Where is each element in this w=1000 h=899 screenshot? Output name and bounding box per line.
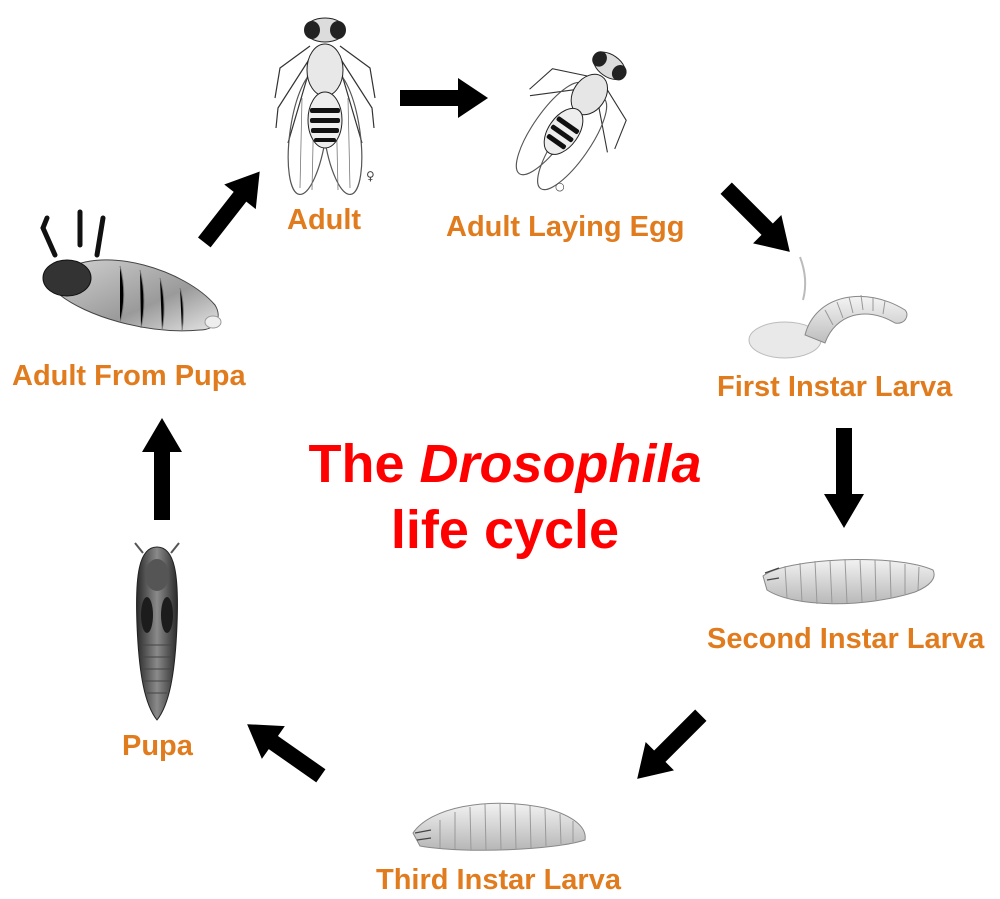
label-adult: Adult: [287, 206, 361, 235]
arrow-second-to-third-instar: [627, 705, 712, 790]
diagram-title: The Drosophila life cycle: [295, 432, 715, 564]
second-instar-larva-illustration: [755, 548, 940, 618]
label-pupa: Pupa: [122, 732, 193, 761]
title-prefix: The: [308, 434, 404, 494]
label-first-instar-larva: First Instar Larva: [717, 373, 952, 402]
svg-text:○: ○: [555, 180, 565, 193]
label-third-instar-larva: Third Instar Larva: [376, 866, 621, 895]
arrow-pupa-to-adult-from-pupa: [142, 418, 182, 520]
title-genus: Drosophila: [420, 434, 702, 494]
label-adult-from-pupa: Adult From Pupa: [12, 362, 246, 391]
label-second-instar-larva: Second Instar Larva: [707, 625, 984, 654]
arrow-first-to-second-instar: [824, 428, 864, 530]
arrow-third-instar-to-pupa: [242, 710, 327, 790]
adult-fly-illustration: ♀: [270, 8, 380, 193]
pupa-illustration: [127, 535, 187, 725]
label-adult-laying-egg: Adult Laying Egg: [446, 213, 684, 242]
arrow-adult-from-pupa-to-adult: [192, 163, 272, 251]
title-line-2: life cycle: [295, 498, 715, 564]
first-instar-larva-illustration: [745, 255, 915, 365]
adult-laying-egg-illustration: ○: [505, 35, 645, 195]
title-line-1: The Drosophila: [295, 432, 715, 498]
arrow-laying-egg-to-first-instar: [718, 178, 798, 263]
svg-text:♀: ♀: [366, 169, 375, 183]
arrow-adult-to-laying-egg: [400, 78, 490, 118]
third-instar-larva-illustration: [405, 788, 590, 858]
